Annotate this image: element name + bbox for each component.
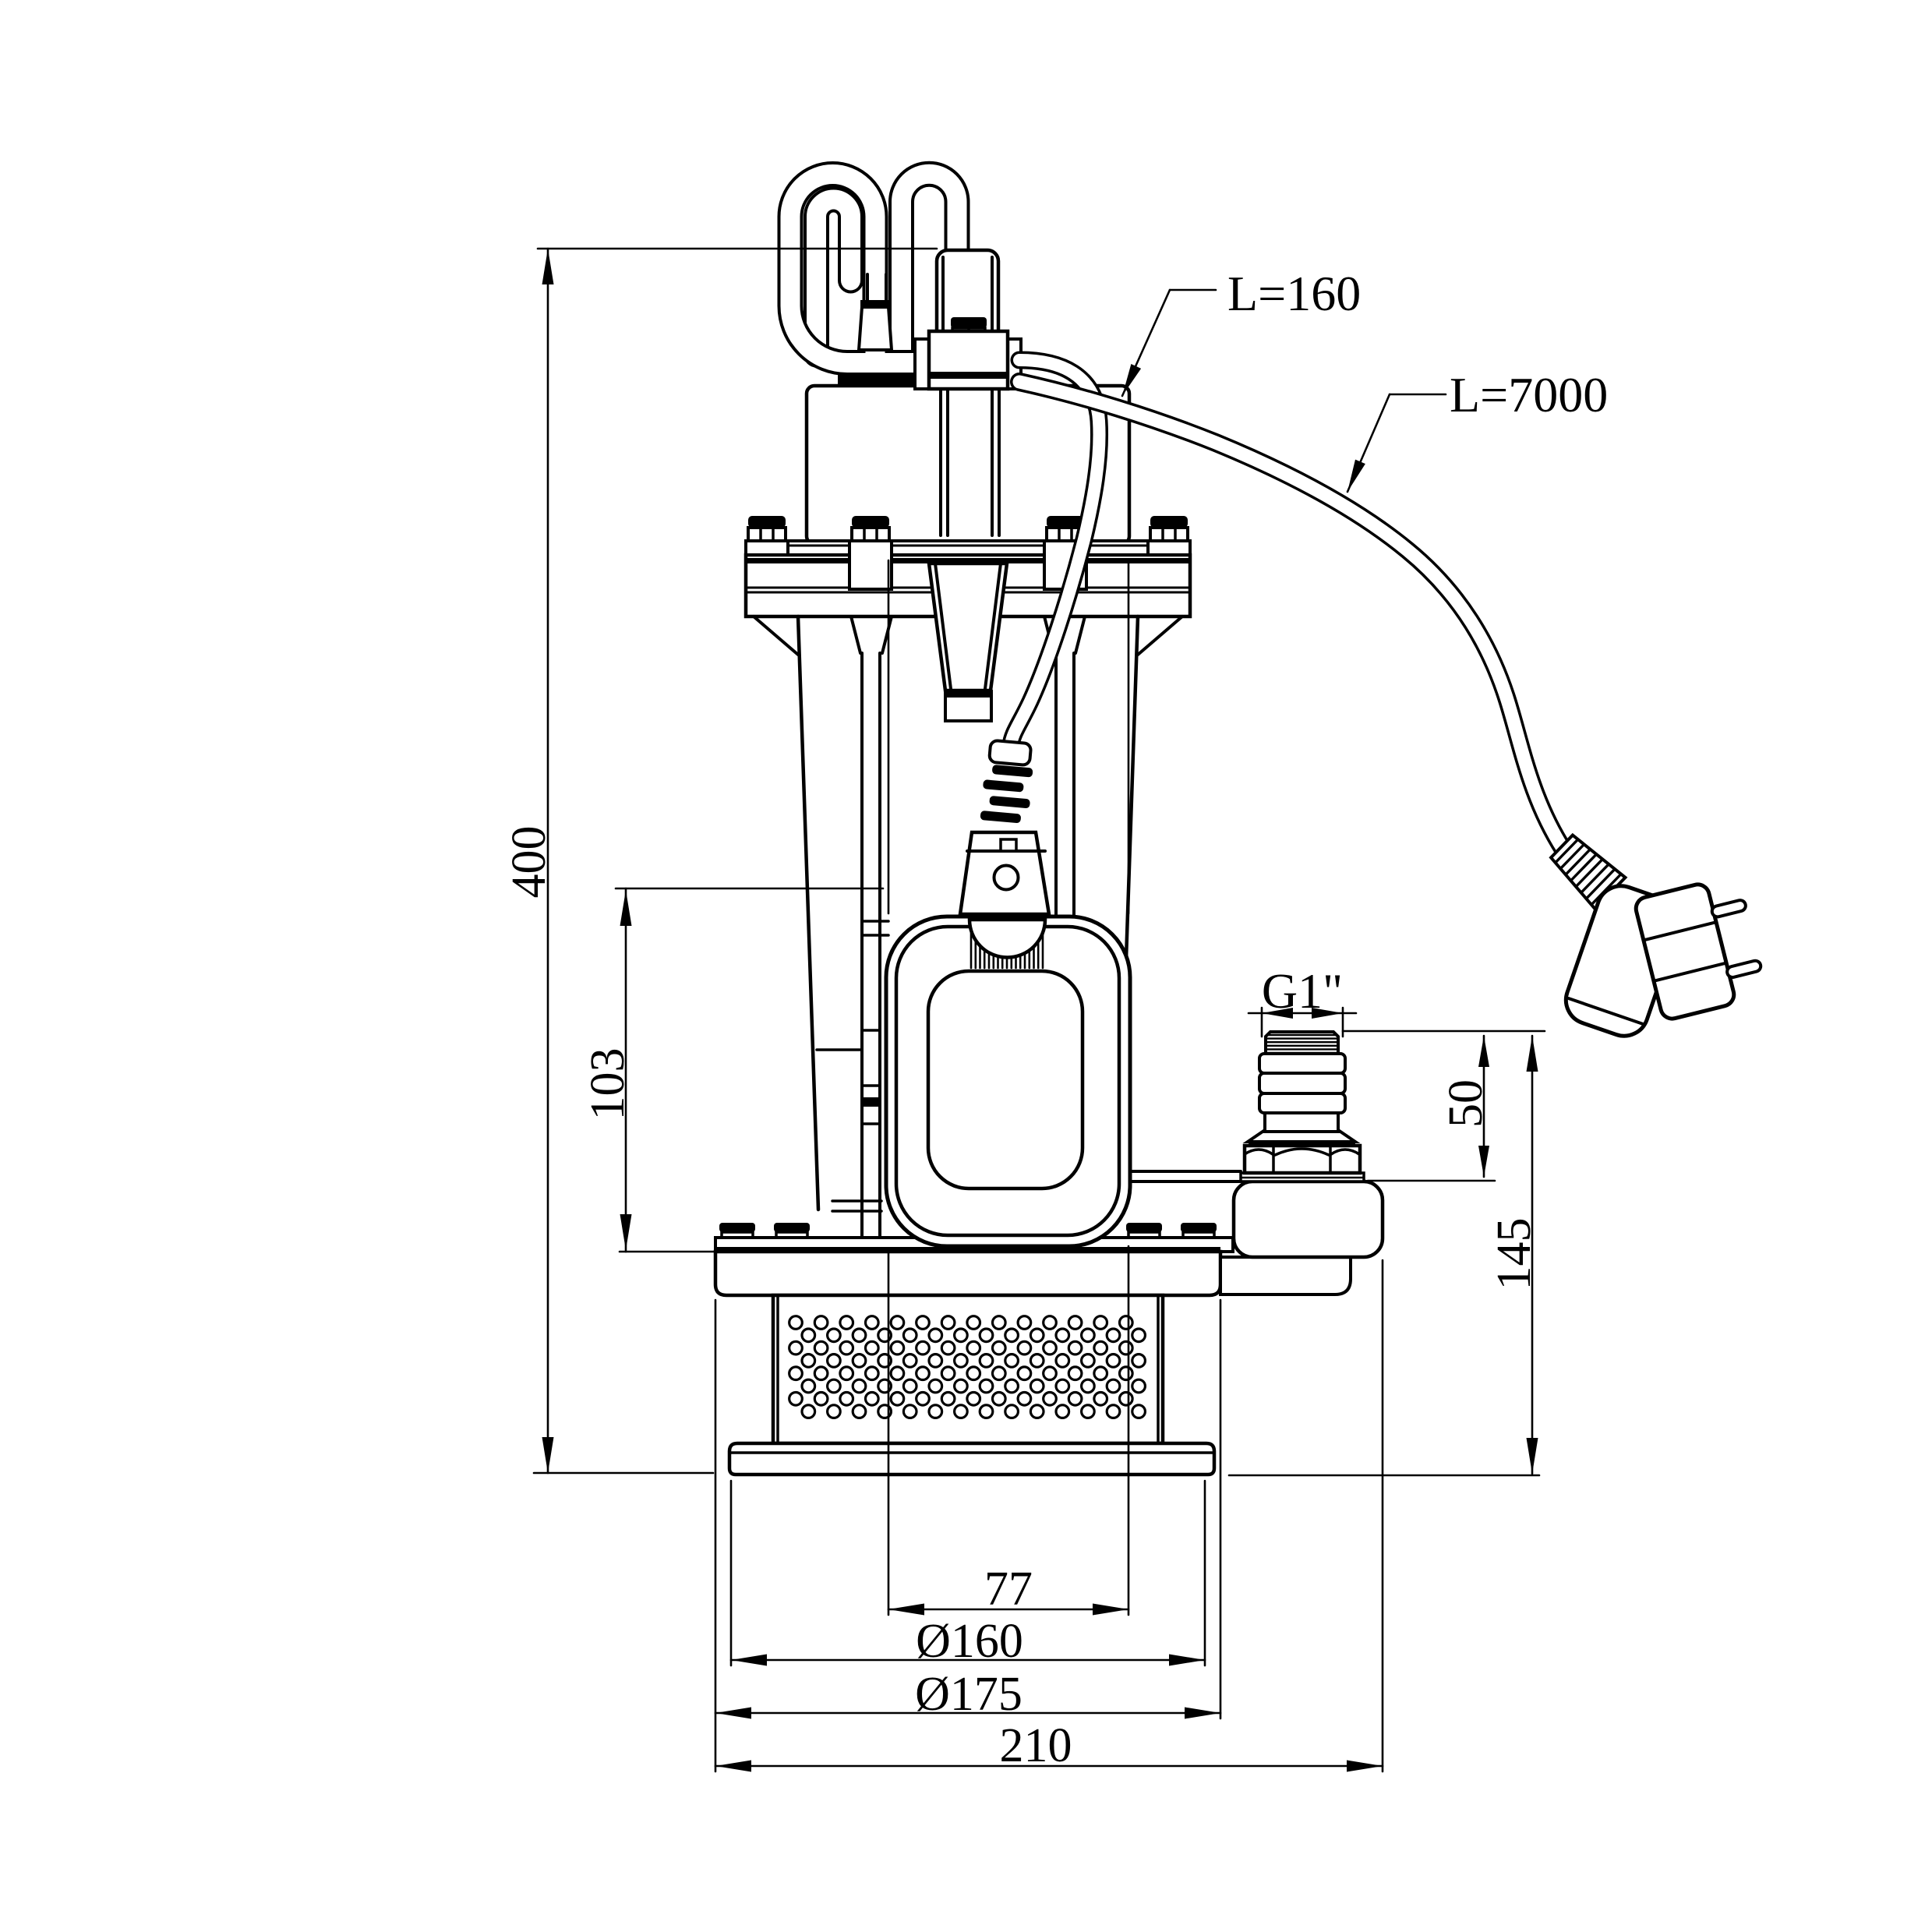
svg-text:210: 210 xyxy=(1000,1719,1072,1772)
svg-text:G1": G1" xyxy=(1262,963,1343,1019)
svg-text:145: 145 xyxy=(1488,1218,1541,1291)
svg-text:Ø160: Ø160 xyxy=(916,1615,1023,1668)
svg-text:400: 400 xyxy=(503,826,556,899)
svg-text:L=160: L=160 xyxy=(1227,266,1361,321)
svg-text:103: 103 xyxy=(581,1048,634,1121)
svg-text:77: 77 xyxy=(984,1563,1033,1616)
svg-text:L=7000: L=7000 xyxy=(1450,367,1608,422)
svg-text:Ø175: Ø175 xyxy=(915,1668,1023,1721)
svg-text:50: 50 xyxy=(1439,1079,1492,1128)
